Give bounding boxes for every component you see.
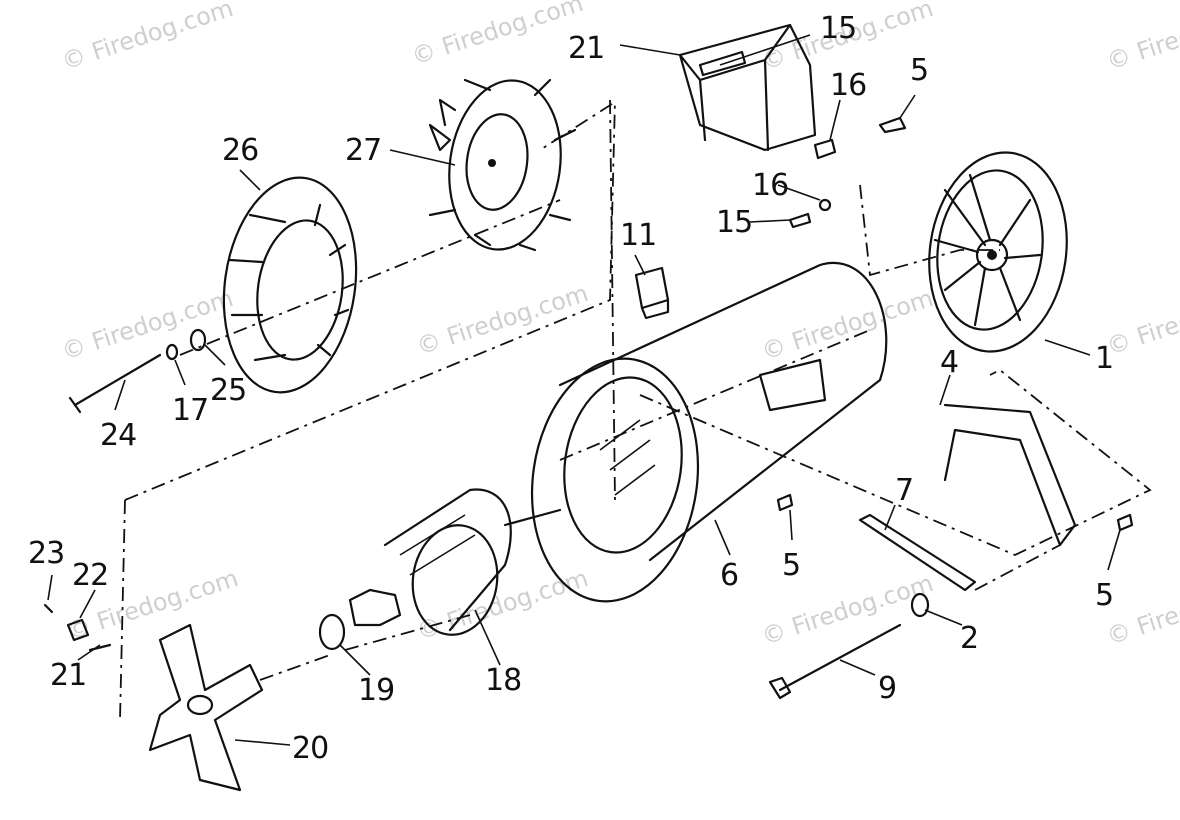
end-bell-rear (928, 151, 1068, 353)
brush (66, 618, 90, 642)
part-number-7: 7 (895, 473, 913, 508)
fan (428, 78, 577, 252)
part-number-5: 5 (782, 548, 800, 583)
part-number-20: 21 (568, 31, 604, 66)
through-bolt-head (768, 676, 792, 700)
screw-brush (43, 603, 54, 614)
bearing (318, 613, 346, 651)
washer-top (818, 198, 832, 212)
part-number-1: 1 (1095, 341, 1113, 376)
bolt-head (68, 396, 82, 414)
screw-right (1116, 513, 1134, 532)
watermark: © Firedog.com (758, 284, 936, 366)
assembly-lines (119, 99, 1152, 721)
part-number-16: 17 (172, 393, 208, 428)
watermark: © Firedog.com (413, 279, 591, 361)
watermark: © Firedog.com (408, 0, 586, 71)
watermark: © Firedog.com (1103, 569, 1180, 651)
screw-top (878, 116, 907, 134)
screw (788, 212, 812, 229)
bracket-frame (943, 403, 1077, 547)
part-number-5: 5 (1095, 578, 1113, 613)
part-number-14: 16 (830, 68, 866, 103)
part-labels: 21 15 16 5 16 15 11 26 27 1 4 7 6 5 5 2 … (28, 11, 1114, 766)
watermark: © Firedog.com (1103, 279, 1180, 361)
part-number-5: 5 (910, 53, 928, 88)
brush-holder (148, 623, 264, 792)
part-number-26: 26 (222, 133, 258, 168)
cover (678, 23, 817, 152)
part-number-2: 2 (960, 621, 978, 656)
stator-housing (530, 261, 888, 603)
leader-lines (47, 34, 1121, 746)
part-number-16: 16 (752, 168, 788, 203)
part-number-13: 15 (820, 11, 856, 46)
washer-left (165, 343, 179, 361)
part-number-9: 9 (878, 671, 896, 706)
part-number-15: 15 (716, 205, 752, 240)
screw-middle (776, 493, 794, 512)
strap (858, 513, 977, 592)
rotor (348, 488, 562, 636)
part-number-21: 21 (50, 658, 86, 693)
washer (910, 592, 930, 618)
part-number-4: 4 (940, 345, 958, 380)
part-number-25: 25 (210, 373, 246, 408)
watermark: © Firedog.com (58, 284, 236, 366)
watermark: © Firedog.com (1103, 0, 1180, 76)
watermark: © Firedog.com (58, 0, 236, 76)
through-bolt (778, 623, 902, 692)
part-number-24: 24 (100, 418, 136, 453)
part-number-18: 19 (358, 673, 394, 708)
part-number-6: 6 (720, 558, 738, 593)
part-number-11: 11 (620, 218, 656, 253)
receptacle (634, 266, 670, 320)
part-number-17: 18 (485, 663, 521, 698)
part-number-23: 23 (28, 536, 64, 571)
fan-guard (222, 176, 358, 394)
clip (813, 138, 837, 160)
part-number-27: 27 (345, 133, 381, 168)
part-number-22: 22 (72, 558, 108, 593)
washer-25 (189, 328, 207, 352)
long-bolt (73, 353, 162, 407)
part-number-19: 20 (292, 731, 328, 766)
